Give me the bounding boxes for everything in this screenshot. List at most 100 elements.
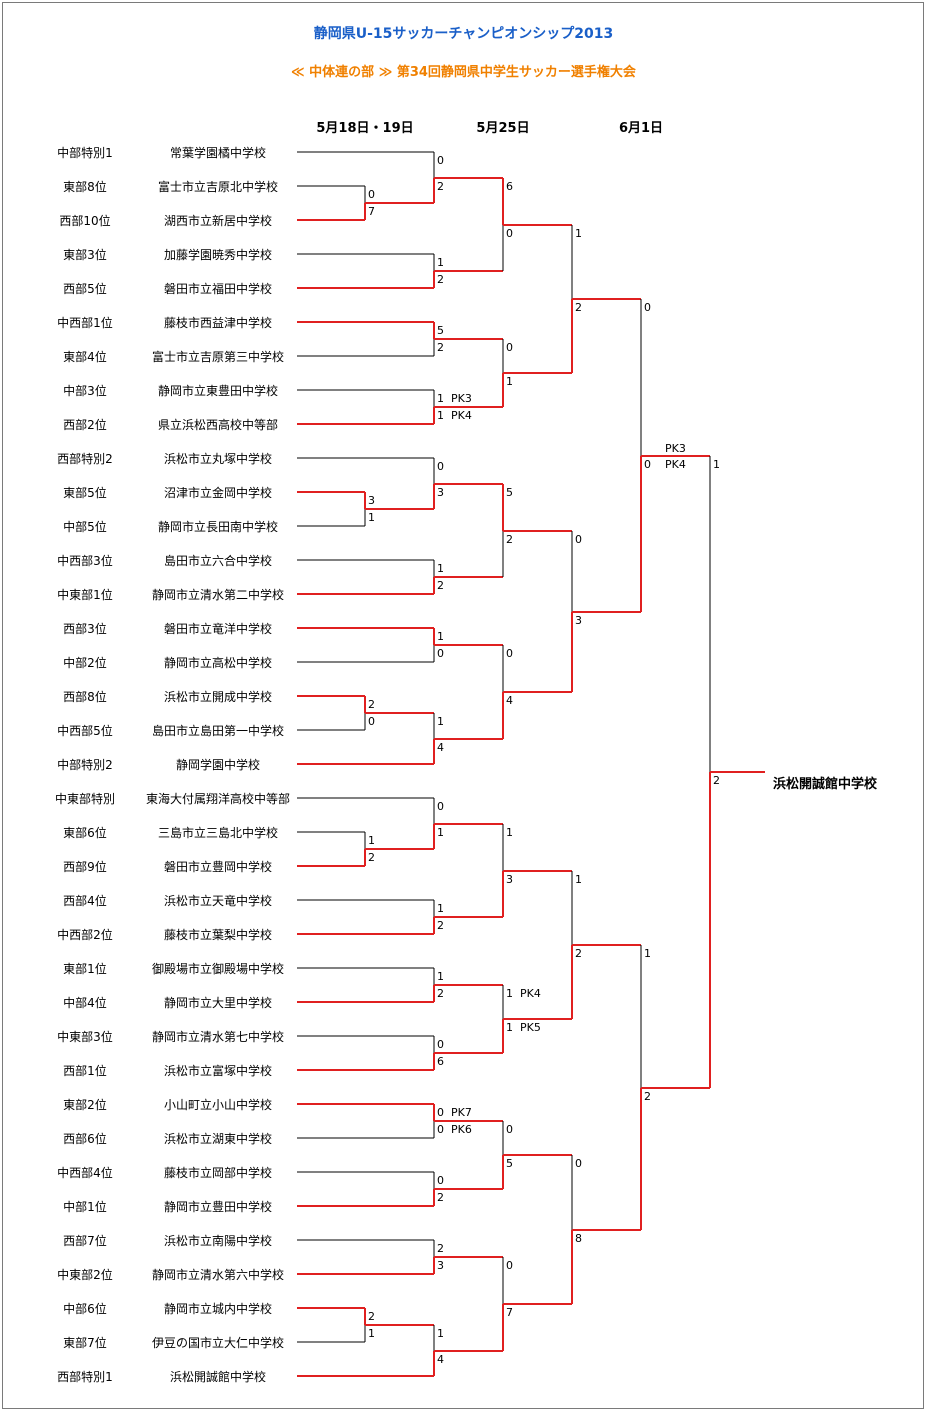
team-school: 島田市立六合中学校 bbox=[163, 554, 272, 568]
team-school: 加藤学園暁秀中学校 bbox=[163, 248, 272, 262]
team-school: 静岡市立東豊田中学校 bbox=[157, 384, 278, 398]
team-school: 県立浜松西高校中等部 bbox=[157, 418, 278, 432]
team-school: 浜松市立富塚中学校 bbox=[163, 1064, 272, 1078]
team-rank: 西部4位 bbox=[63, 894, 107, 908]
score-bottom: 1 bbox=[506, 375, 513, 388]
score-top: 0 bbox=[575, 533, 582, 546]
team-rank: 中西部1位 bbox=[57, 316, 113, 330]
score-top: 0 bbox=[437, 1106, 444, 1119]
team-rank: 東部8位 bbox=[63, 180, 107, 194]
team-school: 御殿場市立御殿場中学校 bbox=[151, 962, 284, 976]
score-bottom: 2 bbox=[575, 301, 582, 314]
team-rank: 東部1位 bbox=[63, 962, 107, 976]
team-school: 静岡市立清水第六中学校 bbox=[151, 1268, 284, 1282]
team-school: 浜松市立丸塚中学校 bbox=[163, 452, 272, 466]
score-top: 0 bbox=[368, 188, 375, 201]
team-school: 島田市立島田第一中学校 bbox=[151, 724, 284, 738]
team-rank: 東部6位 bbox=[63, 826, 107, 840]
team-school: 富士市立吉原北中学校 bbox=[157, 180, 278, 194]
score-bottom: 2 bbox=[644, 1090, 651, 1103]
score-bottom: 4 bbox=[437, 741, 444, 754]
score-bottom: 4 bbox=[506, 694, 513, 707]
score-top: 1 bbox=[437, 715, 444, 728]
champion-label: 浜松開誠館中学校 bbox=[773, 777, 878, 792]
score-top: 5 bbox=[506, 486, 513, 499]
score-top: 1 bbox=[506, 987, 513, 1000]
score-top: 1 bbox=[713, 458, 720, 471]
team-rank: 中西部3位 bbox=[57, 554, 113, 568]
team-rank: 中東部2位 bbox=[57, 1268, 113, 1282]
team-rank: 東部2位 bbox=[63, 1098, 107, 1112]
team-rank: 中東部特別 bbox=[54, 792, 115, 806]
pk-top: PK3 bbox=[451, 392, 472, 405]
score-bottom: 0 bbox=[506, 227, 513, 240]
team-school: 静岡市立城内中学校 bbox=[163, 1302, 272, 1316]
score-bottom: 2 bbox=[437, 1191, 444, 1204]
pk-top: PK3 bbox=[665, 442, 686, 455]
team-rank: 中部3位 bbox=[63, 384, 107, 398]
team-rank: 中部特別2 bbox=[57, 758, 113, 772]
pk-top: PK7 bbox=[451, 1106, 472, 1119]
team-school: 磐田市立豊岡中学校 bbox=[163, 860, 272, 874]
score-bottom: 2 bbox=[437, 579, 444, 592]
team-rank: 中部特別1 bbox=[57, 146, 113, 160]
team-school: 小山町立小山中学校 bbox=[163, 1098, 272, 1112]
score-bottom: 2 bbox=[437, 341, 444, 354]
score-top: 1 bbox=[437, 256, 444, 269]
score-top: 0 bbox=[437, 460, 444, 473]
pk-bottom: PK6 bbox=[451, 1123, 472, 1136]
score-top: 0 bbox=[437, 1174, 444, 1187]
team-rank: 中西部2位 bbox=[57, 928, 113, 942]
team-school: 静岡市立清水第二中学校 bbox=[151, 588, 284, 602]
team-rank: 西部特別1 bbox=[57, 1370, 113, 1384]
team-rank: 西部2位 bbox=[63, 418, 107, 432]
team-rank: 西部7位 bbox=[63, 1234, 107, 1248]
score-top: 0 bbox=[437, 800, 444, 813]
score-top: 1 bbox=[437, 392, 444, 405]
page-subtitle: ≪ 中体連の部 ≫ 第34回静岡県中学生サッカー選手権大会 bbox=[291, 65, 636, 80]
pk-top: PK4 bbox=[520, 987, 541, 1000]
team-school: 浜松市立南陽中学校 bbox=[163, 1234, 272, 1248]
team-school: 藤枝市立葉梨中学校 bbox=[163, 928, 272, 942]
team-rank: 中西部5位 bbox=[57, 724, 113, 738]
score-top: 5 bbox=[437, 324, 444, 337]
team-rank: 西部特別2 bbox=[57, 452, 113, 466]
pk-bottom: PK4 bbox=[451, 409, 472, 422]
team-rank: 中部5位 bbox=[63, 520, 107, 534]
score-top: 2 bbox=[368, 698, 375, 711]
score-top: 1 bbox=[506, 826, 513, 839]
score-top: 0 bbox=[506, 647, 513, 660]
team-school: 浜松開誠館中学校 bbox=[169, 1370, 266, 1384]
team-rank: 東部7位 bbox=[63, 1336, 107, 1350]
team-rank: 西部8位 bbox=[63, 690, 107, 704]
score-bottom: 3 bbox=[575, 614, 582, 627]
date-round-1: 5月18日・19日 bbox=[316, 121, 414, 136]
team-school: 浜松市立湖東中学校 bbox=[163, 1132, 272, 1146]
team-rank: 東部4位 bbox=[63, 350, 107, 364]
score-top: 1 bbox=[437, 630, 444, 643]
team-rank: 西部9位 bbox=[63, 860, 107, 874]
team-rank: 西部3位 bbox=[63, 622, 107, 636]
team-rank: 中西部4位 bbox=[57, 1166, 113, 1180]
score-top: 1 bbox=[575, 873, 582, 886]
team-school: 磐田市立福田中学校 bbox=[163, 282, 272, 296]
score-bottom: 2 bbox=[437, 273, 444, 286]
score-bottom: 4 bbox=[437, 1353, 444, 1366]
team-school: 静岡市立長田南中学校 bbox=[157, 520, 278, 534]
score-top: 0 bbox=[506, 341, 513, 354]
team-rank: 西部6位 bbox=[63, 1132, 107, 1146]
score-top: 0 bbox=[644, 301, 651, 314]
team-rank: 中東部1位 bbox=[57, 588, 113, 602]
score-bottom: 2 bbox=[368, 851, 375, 864]
team-school: 伊豆の国市立大仁中学校 bbox=[151, 1336, 284, 1350]
team-school: 磐田市立竜洋中学校 bbox=[163, 622, 272, 636]
score-bottom: 1 bbox=[437, 409, 444, 422]
team-rank: 中東部3位 bbox=[57, 1030, 113, 1044]
score-top: 1 bbox=[437, 562, 444, 575]
team-school: 沼津市立金岡中学校 bbox=[163, 486, 272, 500]
score-bottom: 2 bbox=[437, 919, 444, 932]
score-bottom: 5 bbox=[506, 1157, 513, 1170]
team-school: 静岡学園中学校 bbox=[175, 758, 260, 772]
score-bottom: 0 bbox=[437, 647, 444, 660]
score-bottom: 1 bbox=[368, 1327, 375, 1340]
